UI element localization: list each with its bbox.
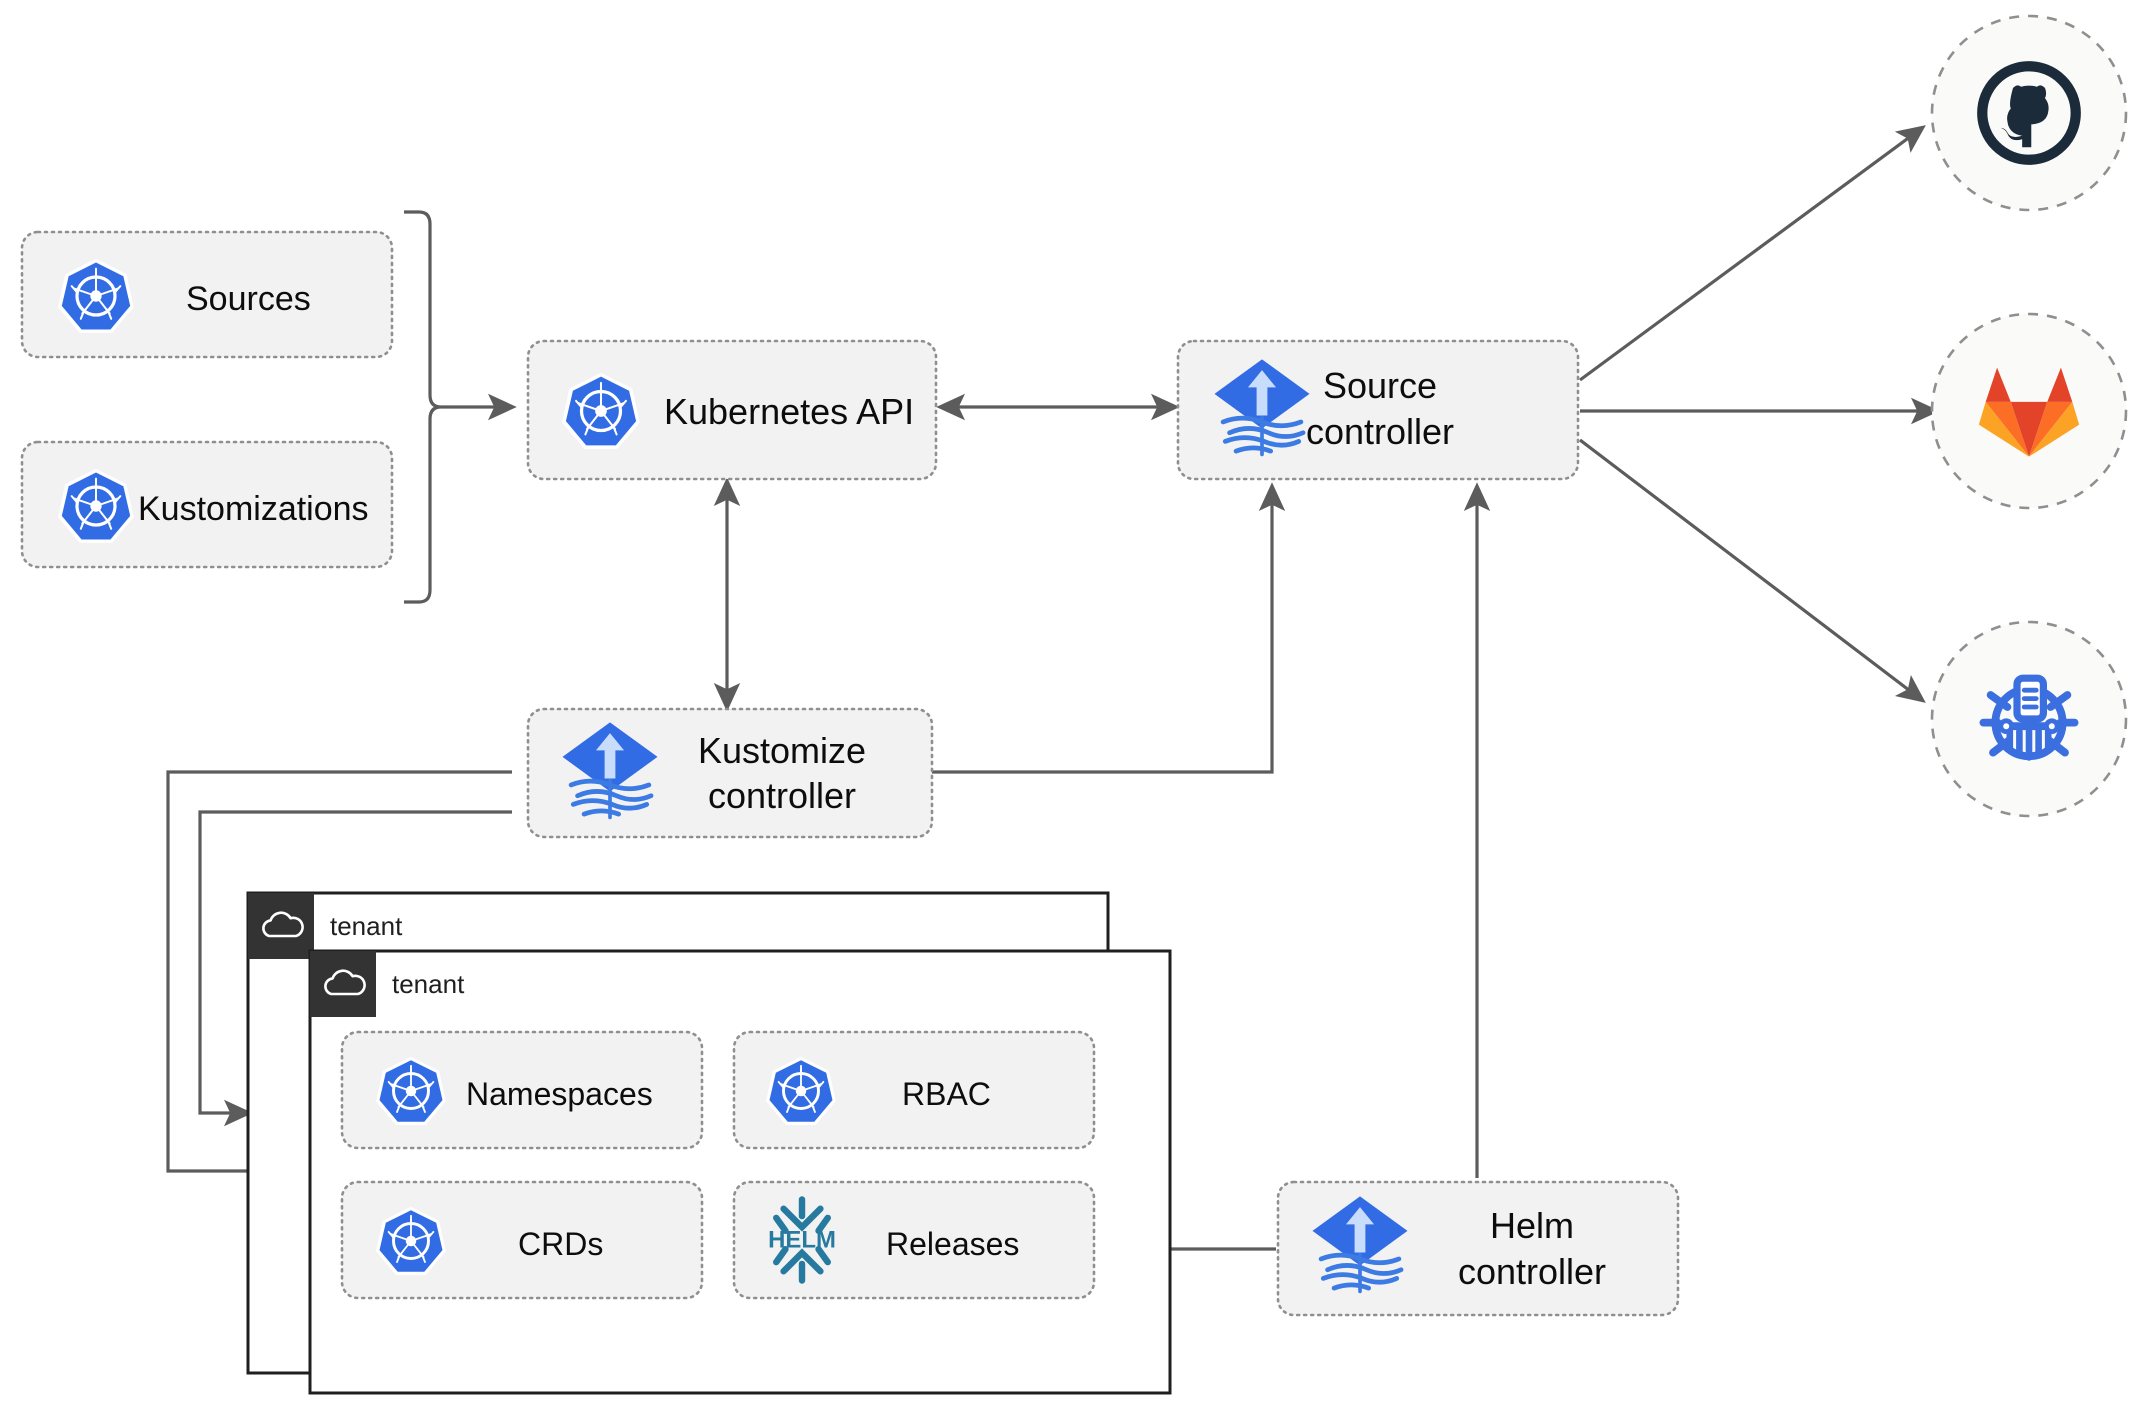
node-helm-controller[interactable]: Helm controller bbox=[1276, 1180, 1680, 1317]
node-kubernetes-api[interactable]: Kubernetes API bbox=[526, 339, 938, 481]
node-github[interactable] bbox=[1930, 14, 2128, 212]
tenant-label-front: tenant bbox=[392, 969, 465, 999]
edge-source-controller-to-helm-repository bbox=[1579, 438, 1926, 703]
node-label: CRDs bbox=[518, 1226, 603, 1262]
node-label: Kubernetes API bbox=[664, 391, 914, 432]
edge-source-controller-to-github bbox=[1579, 125, 1926, 382]
node-crds[interactable]: CRDs bbox=[340, 1180, 704, 1300]
node-label-line2: controller bbox=[1306, 411, 1454, 452]
tenant-container-front[interactable]: tenant bbox=[308, 949, 1172, 1395]
node-rbac[interactable]: RBAC bbox=[732, 1030, 1096, 1150]
node-label: Namespaces bbox=[466, 1076, 653, 1112]
node-label-line1: Helm bbox=[1490, 1205, 1574, 1246]
node-label: Sources bbox=[186, 280, 311, 318]
node-helm-repository[interactable] bbox=[1930, 620, 2128, 818]
node-namespaces[interactable]: Namespaces bbox=[340, 1030, 704, 1150]
node-gitlab[interactable] bbox=[1930, 312, 2128, 510]
node-label-line2: controller bbox=[708, 775, 856, 816]
edge-kustomize-to-tenant-back bbox=[166, 770, 512, 1185]
node-releases[interactable]: Releases bbox=[732, 1180, 1096, 1300]
cloud-icon bbox=[262, 911, 304, 938]
cloud-icon bbox=[324, 969, 366, 996]
node-label-line1: Source bbox=[1323, 365, 1437, 406]
node-source-controller[interactable]: Source controller bbox=[1176, 339, 1580, 481]
node-label: Releases bbox=[886, 1226, 1019, 1262]
node-label: Kustomizations bbox=[138, 490, 369, 528]
node-label-line1: Kustomize bbox=[698, 730, 866, 771]
node-label: RBAC bbox=[902, 1076, 991, 1112]
node-sources[interactable]: Sources bbox=[20, 230, 394, 359]
edge-kustomize-to-tenant-front bbox=[198, 810, 512, 1127]
node-kustomizations[interactable]: Kustomizations bbox=[20, 440, 394, 569]
tenant-label-back: tenant bbox=[330, 911, 403, 941]
edge-kustomize-to-source-controller bbox=[932, 482, 1286, 774]
node-kustomize-controller[interactable]: Kustomize controller bbox=[526, 707, 934, 839]
node-label-line2: controller bbox=[1458, 1251, 1606, 1292]
